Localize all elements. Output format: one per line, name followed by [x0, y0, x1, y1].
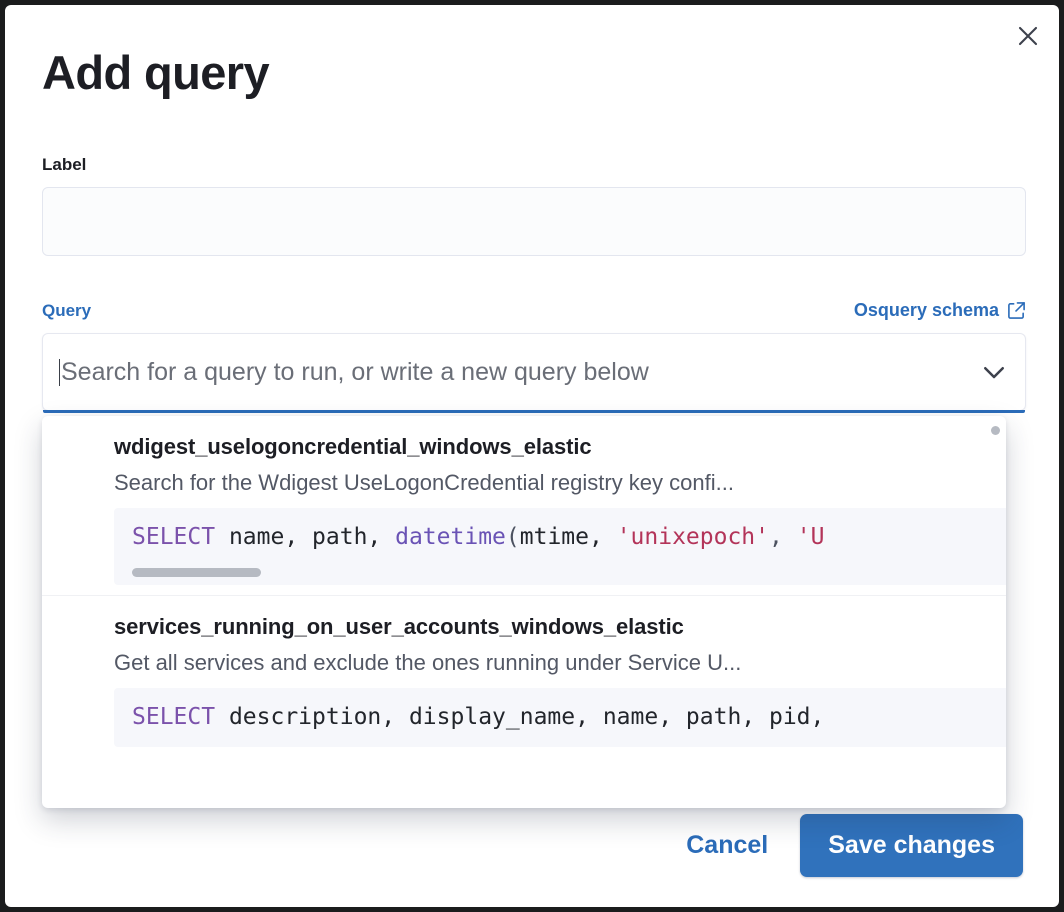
close-icon [1017, 25, 1039, 47]
osquery-schema-link-label: Osquery schema [853, 300, 999, 320]
option-description: Get all services and exclude the ones ru… [114, 650, 742, 676]
query-combobox[interactable]: Search for a query to run, or write a ne… [42, 333, 1026, 413]
osquery-schema-link[interactable]: Osquery schema [854, 300, 1026, 321]
list-item[interactable]: wdigest_uselogoncredential_windows_elast… [42, 416, 1006, 595]
chevron-down-icon[interactable] [979, 357, 1009, 387]
sql-function: datetime [395, 524, 506, 550]
close-button[interactable] [1009, 17, 1047, 55]
page-title: Add query [42, 46, 270, 99]
label-input[interactable] [42, 187, 1026, 256]
add-query-modal: Add query Label Query Osquery schema [5, 5, 1059, 907]
query-combobox-wrapper: Search for a query to run, or write a ne… [42, 333, 1026, 808]
modal-body: Label Query Osquery schema [42, 155, 1026, 808]
sql-columns: name, path, [215, 524, 396, 550]
modal-footer: Cancel Save changes [680, 814, 1023, 877]
save-changes-button[interactable]: Save changes [800, 814, 1023, 877]
cancel-button[interactable]: Cancel [680, 821, 774, 870]
sql-string-1: 'unixepoch' [616, 524, 770, 550]
option-code-block[interactable]: SELECT description, display_name, name, … [114, 688, 1006, 747]
sql-paren: ( [505, 524, 520, 550]
list-item[interactable]: services_running_on_user_accounts_window… [42, 595, 1006, 756]
external-link-icon [1007, 301, 1026, 320]
option-title: wdigest_uselogoncredential_windows_elast… [114, 434, 592, 459]
sql-keyword: SELECT [132, 524, 216, 550]
query-search-input-placeholder: Search for a query to run, or write a ne… [61, 357, 649, 386]
query-suggestions-dropdown: wdigest_uselogoncredential_windows_elast… [42, 416, 1006, 808]
label-field-label: Label [42, 155, 87, 174]
option-description: Search for the Wdigest UseLogonCredentia… [114, 470, 734, 495]
sql-keyword: SELECT [132, 704, 216, 731]
code-line: SELECT name, path, datetime(mtime, 'unix… [114, 524, 1006, 550]
sql-columns: description, display_name, name, path, p… [215, 704, 825, 731]
query-header-row: Query Osquery schema [42, 300, 1026, 321]
code-line: SELECT description, display_name, name, … [114, 704, 1006, 730]
query-field-label: Query [42, 301, 92, 320]
dropdown-scrollbar[interactable] [991, 426, 1000, 435]
text-caret [59, 358, 60, 386]
sql-args: mtime, [519, 524, 617, 550]
code-horizontal-scrollbar[interactable] [132, 568, 261, 578]
sql-string-2: 'U [796, 524, 825, 550]
sql-comma: , [769, 524, 797, 550]
option-code-block[interactable]: SELECT name, path, datetime(mtime, 'unix… [114, 508, 1006, 586]
option-title: services_running_on_user_accounts_window… [114, 614, 684, 640]
